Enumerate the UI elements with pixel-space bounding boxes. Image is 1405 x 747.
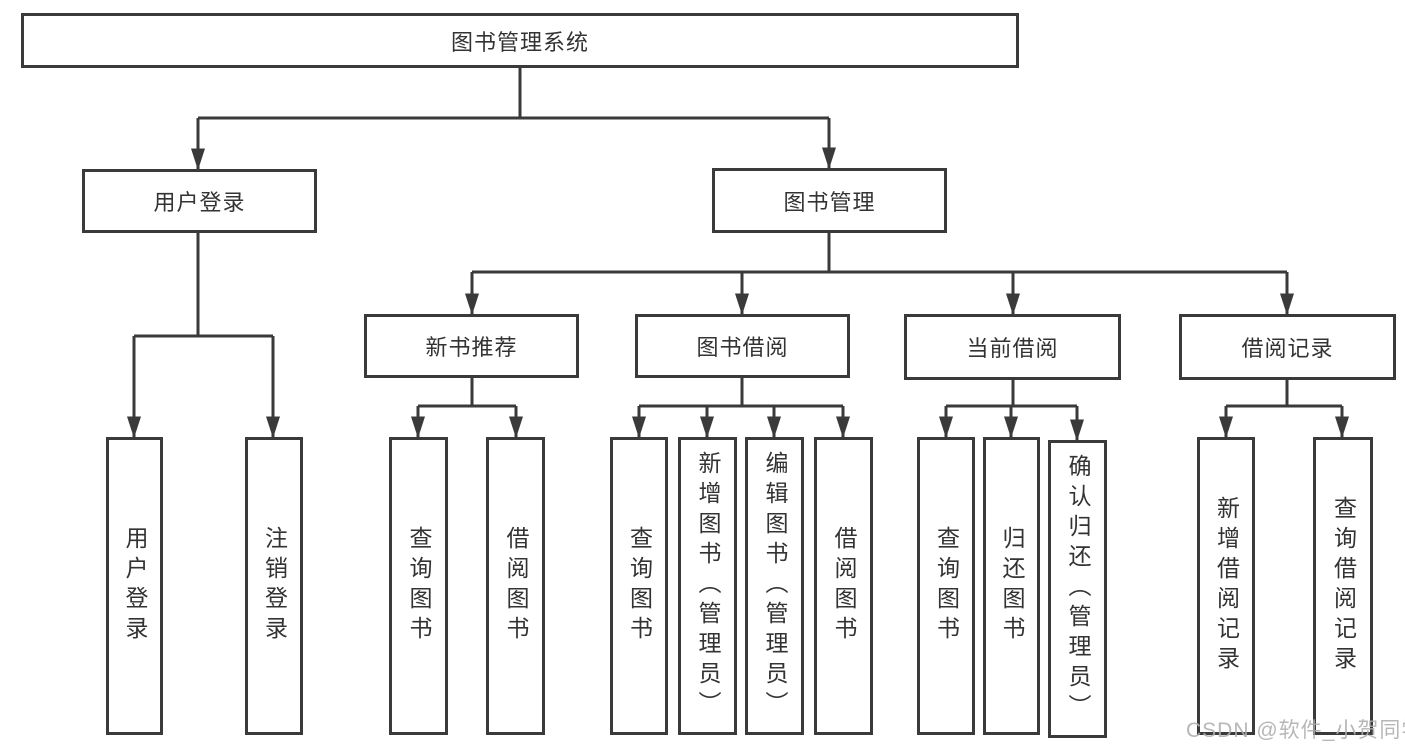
leaf-records-add-record: 新增借阅记录 — [1197, 437, 1255, 735]
node-label: 编辑图书（管理员） — [762, 451, 788, 721]
node-current-borrowing: 当前借阅 — [904, 314, 1121, 380]
node-label: 查询借阅记录 — [1330, 496, 1357, 676]
csdn-watermark: CSDN @软件_小贺同学 — [1186, 719, 1405, 742]
node-book-borrowing: 图书借阅 — [635, 314, 850, 378]
node-label: 查询图书 — [406, 526, 432, 646]
node-label: 借阅记录 — [1241, 336, 1334, 361]
leaf-borrowing-query-books: 查询图书 — [610, 437, 668, 735]
leaf-recommend-borrow-books: 借阅图书 — [486, 437, 545, 735]
node-label: 新增图书（管理员） — [695, 451, 721, 721]
node-label: 借阅图书 — [831, 526, 857, 646]
leaf-borrowing-borrow-books: 借阅图书 — [814, 437, 873, 735]
node-label: 图书管理系统 — [450, 29, 589, 55]
leaf-records-query-record: 查询借阅记录 — [1313, 437, 1373, 735]
node-new-book-recommend: 新书推荐 — [364, 314, 579, 378]
leaf-recommend-query-books: 查询图书 — [389, 437, 448, 735]
leaf-borrowing-add-books-admin: 新增图书（管理员） — [678, 437, 737, 735]
node-label: 查询图书 — [626, 526, 653, 646]
node-label: 查询图书 — [933, 526, 960, 646]
leaf-current-query-books: 查询图书 — [917, 437, 975, 735]
node-label: 当前借阅 — [966, 336, 1059, 361]
node-label: 借阅图书 — [503, 526, 529, 646]
node-borrowing-records: 借阅记录 — [1179, 314, 1396, 380]
leaf-user-login: 用户登录 — [106, 437, 163, 735]
node-user-login: 用户登录 — [82, 169, 317, 233]
node-library-management-system: 图书管理系统 — [21, 13, 1019, 68]
node-book-management: 图书管理 — [712, 168, 947, 233]
node-label: 新书推荐 — [425, 335, 518, 360]
node-label: 用户登录 — [153, 190, 246, 215]
node-label: 新增借阅记录 — [1213, 496, 1240, 676]
leaf-borrowing-edit-books-admin: 编辑图书（管理员） — [745, 437, 804, 735]
leaf-current-return-books: 归还图书 — [983, 437, 1040, 735]
node-label: 图书借阅 — [696, 335, 789, 360]
node-label: 归还图书 — [999, 526, 1025, 646]
node-label: 用户登录 — [122, 526, 148, 646]
node-label: 图书管理 — [783, 189, 876, 215]
leaf-current-confirm-return-admin: 确认归还（管理员） — [1048, 440, 1107, 738]
node-label: 确认归还（管理员） — [1065, 454, 1091, 724]
leaf-logout: 注销登录 — [245, 437, 303, 735]
node-label: 注销登录 — [261, 526, 288, 646]
